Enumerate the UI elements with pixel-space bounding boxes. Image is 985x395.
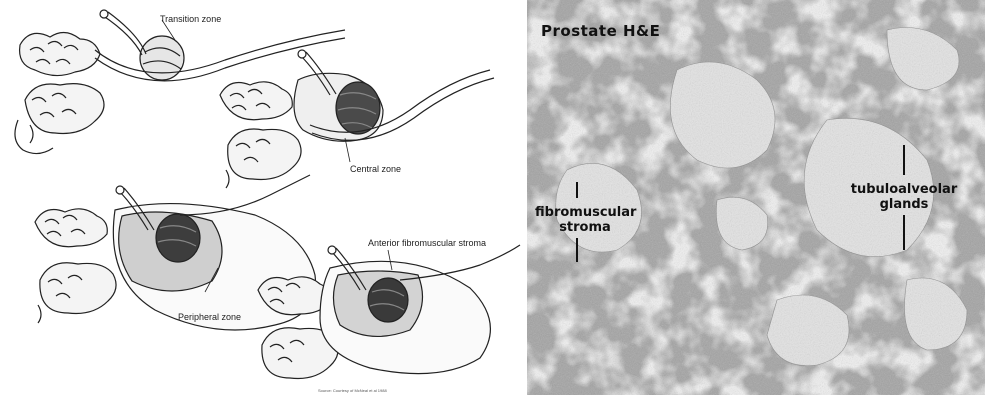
label-tubuloalveolar-glands: tubuloalveolar glands <box>839 182 969 212</box>
label-fibromuscular-stroma: fibromuscular stroma <box>535 205 635 235</box>
label-tubuloalveolar-line1: tubuloalveolar <box>839 182 969 197</box>
transition-zone-drawing <box>15 10 345 154</box>
anatomy-diagram-panel: Transition zone Central zone Peripheral … <box>0 0 525 395</box>
label-tubuloalveolar-line2: glands <box>839 197 969 212</box>
label-fibromuscular-line2: stroma <box>535 220 635 235</box>
label-fibromuscular-line1: fibromuscular <box>535 205 635 220</box>
histology-title: Prostate H&E <box>541 22 660 40</box>
label-transition-zone: Transition zone <box>160 14 221 24</box>
image-credit: Source: Courtesy of McNeal et al 1988 <box>318 388 387 393</box>
prostate-zones-drawing <box>0 0 525 395</box>
label-central-zone: Central zone <box>350 164 401 174</box>
label-anterior-stroma: Anterior fibromuscular stroma <box>368 238 486 248</box>
label-peripheral-zone: Peripheral zone <box>178 312 241 322</box>
histology-micrograph-panel: Prostate H&E fibromuscular stroma tubulo… <box>527 0 985 395</box>
